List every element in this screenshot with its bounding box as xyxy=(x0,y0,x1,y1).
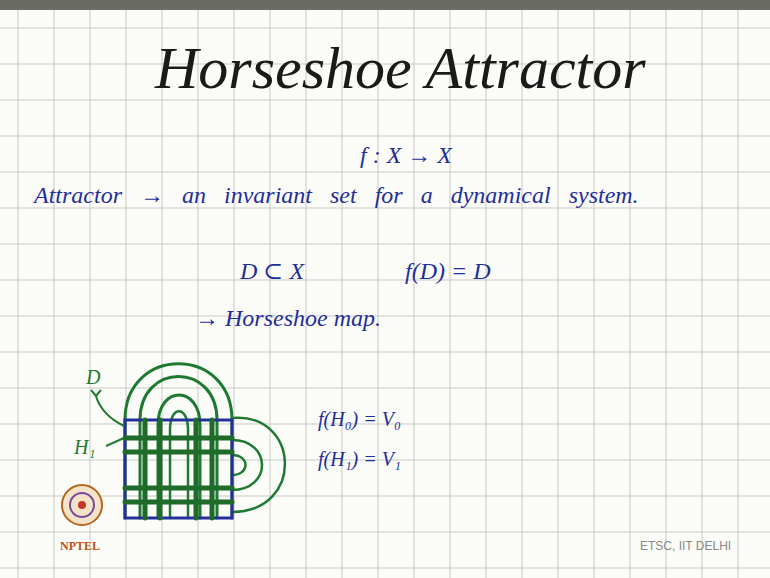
top-edge xyxy=(0,0,770,10)
watermark: NPTEL xyxy=(60,540,100,554)
watermark: ETSC, IIT DELHI xyxy=(640,540,731,554)
horseshoe-figure xyxy=(125,364,285,518)
invariance-note: f(D) = D xyxy=(405,258,491,286)
map-definition: f : X → X xyxy=(360,142,452,170)
grid-lines xyxy=(0,10,770,578)
image-equation: f(H₁) = V₁ xyxy=(318,448,401,471)
subset-note: D ⊂ X xyxy=(240,258,304,286)
attractor-definition: Attractor → an invariant set for a dynam… xyxy=(34,180,764,211)
callout-label: D xyxy=(86,366,100,389)
page-title: Horseshoe Attractor xyxy=(155,34,646,103)
horseshoe-map-note: → Horseshoe map. xyxy=(195,305,381,333)
leader-lines xyxy=(91,390,124,446)
callout-label: H₁ xyxy=(74,436,95,459)
nptel-logo xyxy=(62,485,102,525)
image-equation: f(H₀) = V₀ xyxy=(318,408,401,431)
